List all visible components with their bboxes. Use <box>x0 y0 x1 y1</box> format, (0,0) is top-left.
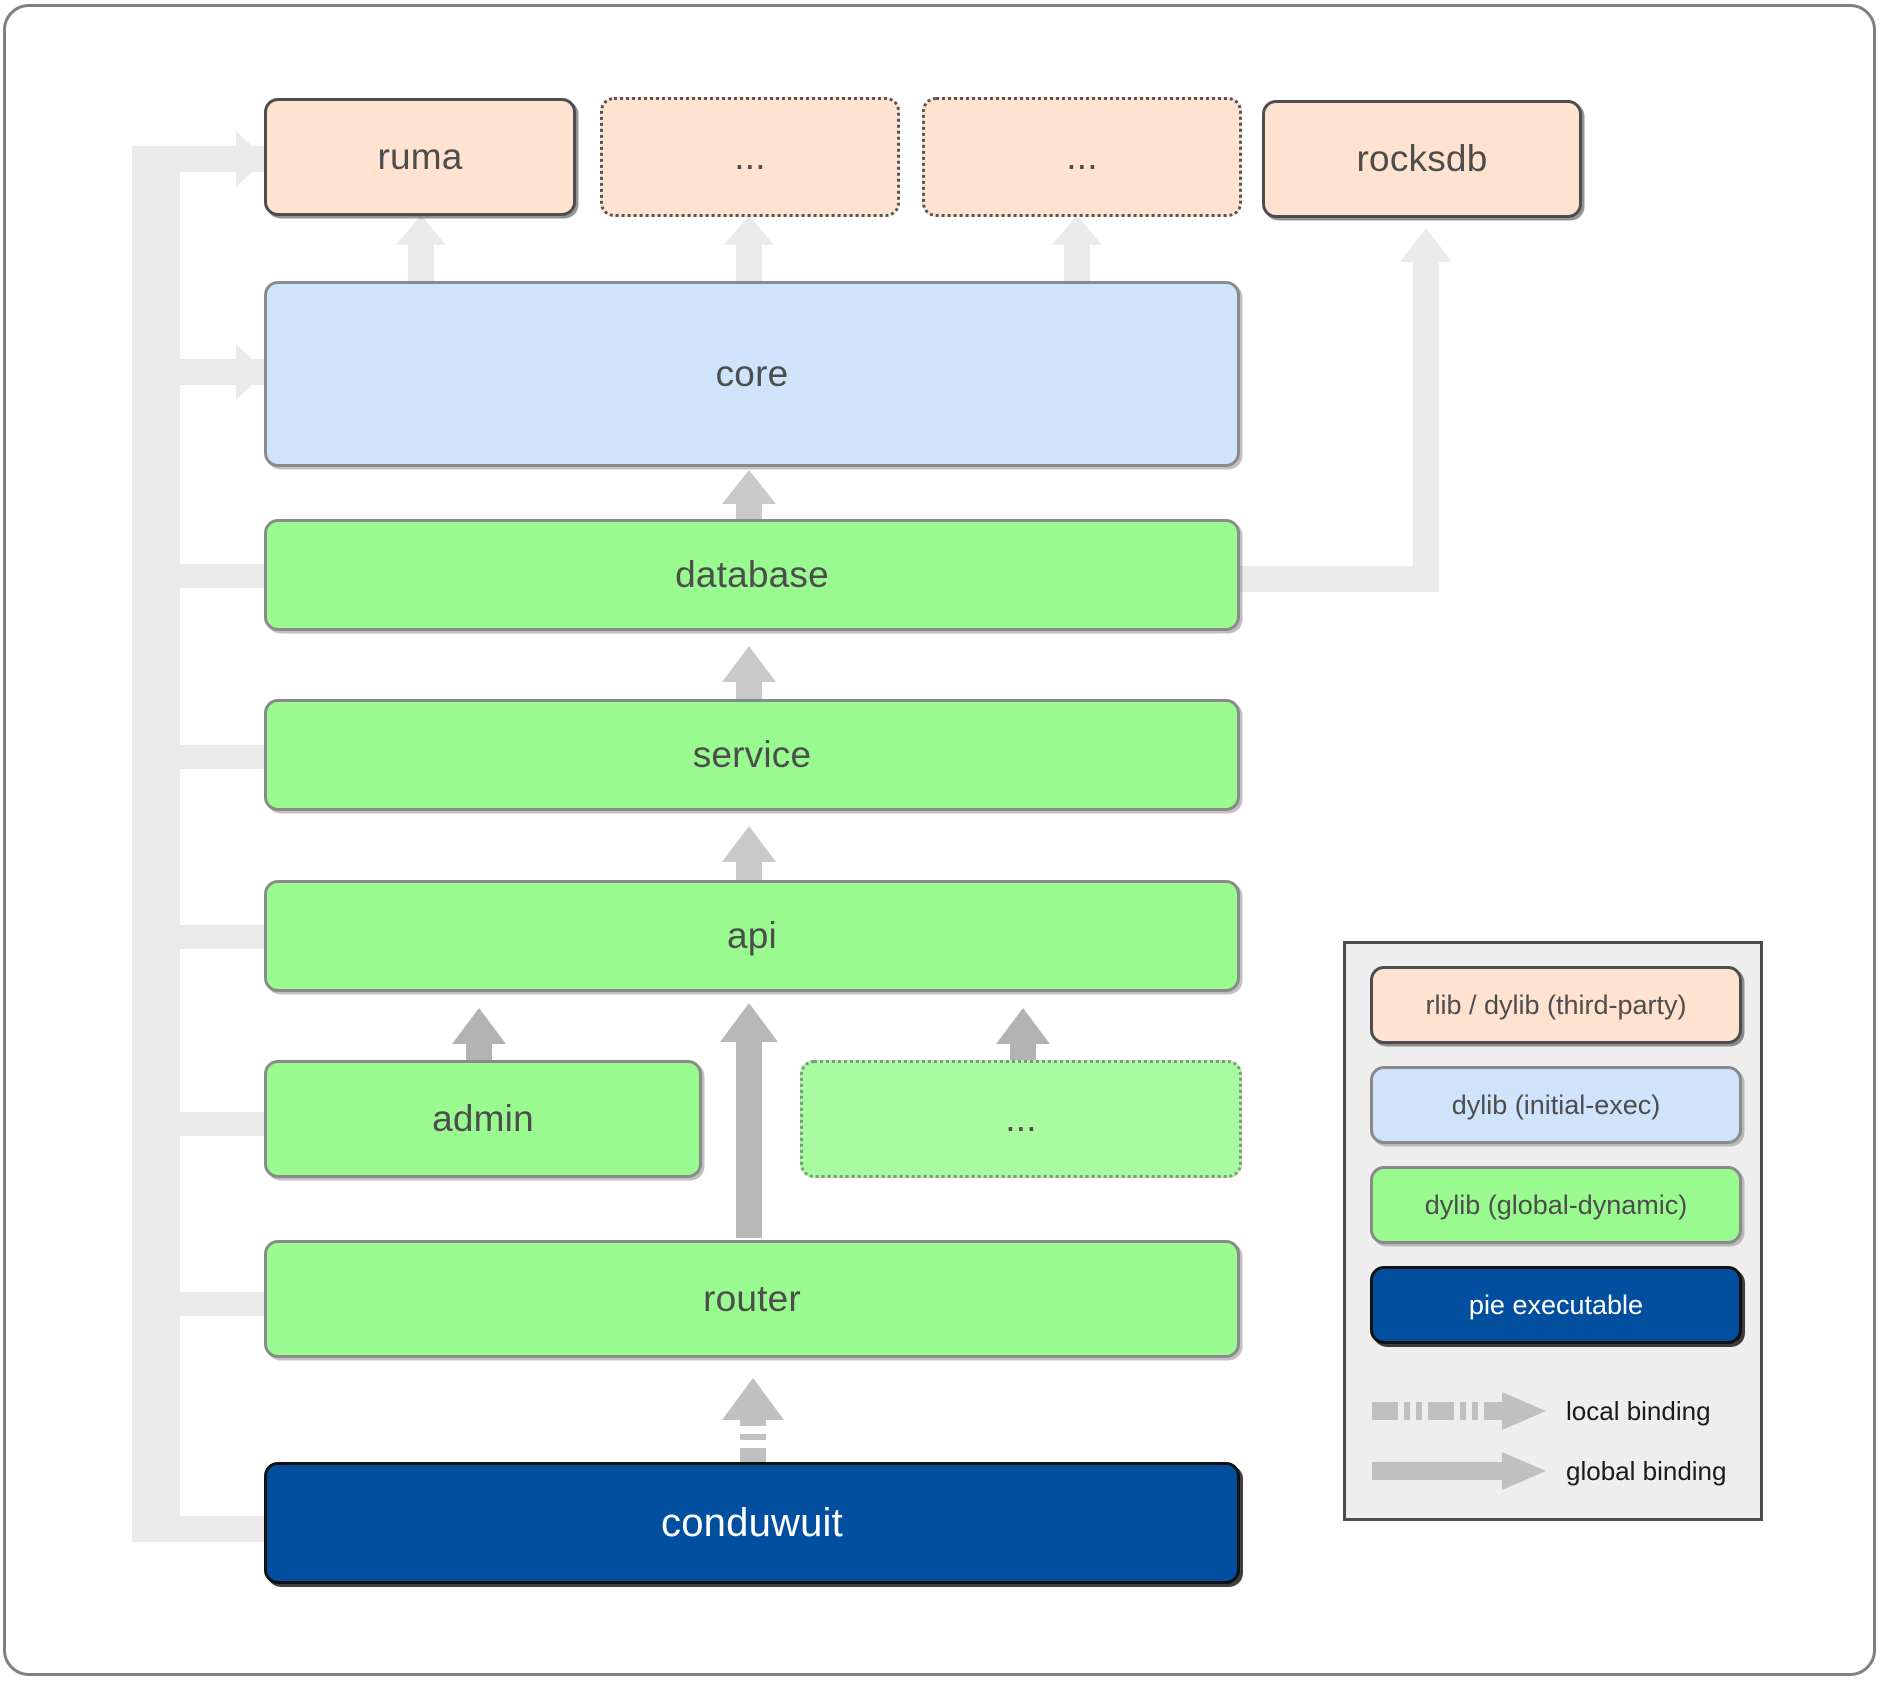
node-admin-placeholder[interactable]: ... <box>800 1060 1242 1178</box>
node-ruma[interactable]: ruma <box>264 98 576 216</box>
global-binding-arrow-icon <box>1370 1448 1552 1494</box>
branch-to-core <box>158 359 266 385</box>
node-label: ... <box>1005 1098 1037 1139</box>
legend-item-pie-executable: pie executable <box>1370 1266 1742 1344</box>
node-router[interactable]: router <box>264 1240 1240 1358</box>
local-binding-arrow-icon <box>1370 1388 1552 1434</box>
node-service[interactable]: service <box>264 699 1240 811</box>
branch-to-router <box>158 1292 270 1316</box>
node-conduwuit[interactable]: conduwuit <box>264 1462 1240 1584</box>
branch-to-api <box>158 925 270 949</box>
branch-to-admin <box>158 1112 270 1136</box>
node-label: admin <box>432 1098 534 1139</box>
trunk-to-conduwuit <box>132 1516 272 1542</box>
legend-item-third-party: rlib / dylib (third-party) <box>1370 966 1742 1044</box>
node-label: core <box>715 353 789 394</box>
trunk-vertical-conduwuit <box>132 146 158 1542</box>
legend-panel: rlib / dylib (third-party) dylib (initia… <box>1343 941 1763 1521</box>
node-api[interactable]: api <box>264 880 1240 992</box>
legend-binding-label: global binding <box>1566 1455 1727 1486</box>
node-label: ... <box>734 136 766 177</box>
branch-to-ruma <box>158 146 266 172</box>
node-label: service <box>692 734 812 775</box>
node-third-party-placeholder-b[interactable]: ... <box>922 97 1242 217</box>
legend-binding-local: local binding <box>1370 1384 1742 1438</box>
node-core[interactable]: core <box>264 281 1240 467</box>
branch-to-service <box>158 745 270 769</box>
database-to-rocksdb-vertical <box>1413 262 1439 592</box>
node-label: ruma <box>377 136 463 177</box>
node-label: ... <box>1066 136 1098 177</box>
node-label: conduwuit <box>661 1500 843 1545</box>
node-label: router <box>703 1278 801 1319</box>
node-label: rocksdb <box>1356 138 1488 179</box>
legend-label: pie executable <box>1468 1289 1644 1320</box>
legend-item-global-dynamic: dylib (global-dynamic) <box>1370 1166 1742 1244</box>
node-admin[interactable]: admin <box>264 1060 702 1178</box>
node-database[interactable]: database <box>264 519 1240 631</box>
node-third-party-placeholder-a[interactable]: ... <box>600 97 900 217</box>
branch-to-database <box>158 564 270 588</box>
database-to-rocksdb-horizontal <box>1235 566 1439 592</box>
legend-item-initial-exec: dylib (initial-exec) <box>1370 1066 1742 1144</box>
legend-label: dylib (initial-exec) <box>1451 1089 1661 1120</box>
trunk-vertical-inner <box>158 172 180 1542</box>
legend-binding-global: global binding <box>1370 1444 1742 1498</box>
node-rocksdb[interactable]: rocksdb <box>1262 100 1582 218</box>
node-label: api <box>727 915 777 956</box>
legend-label: rlib / dylib (third-party) <box>1425 989 1687 1020</box>
legend-binding-label: local binding <box>1566 1395 1711 1426</box>
node-label: database <box>675 554 829 595</box>
legend-label: dylib (global-dynamic) <box>1424 1189 1688 1220</box>
